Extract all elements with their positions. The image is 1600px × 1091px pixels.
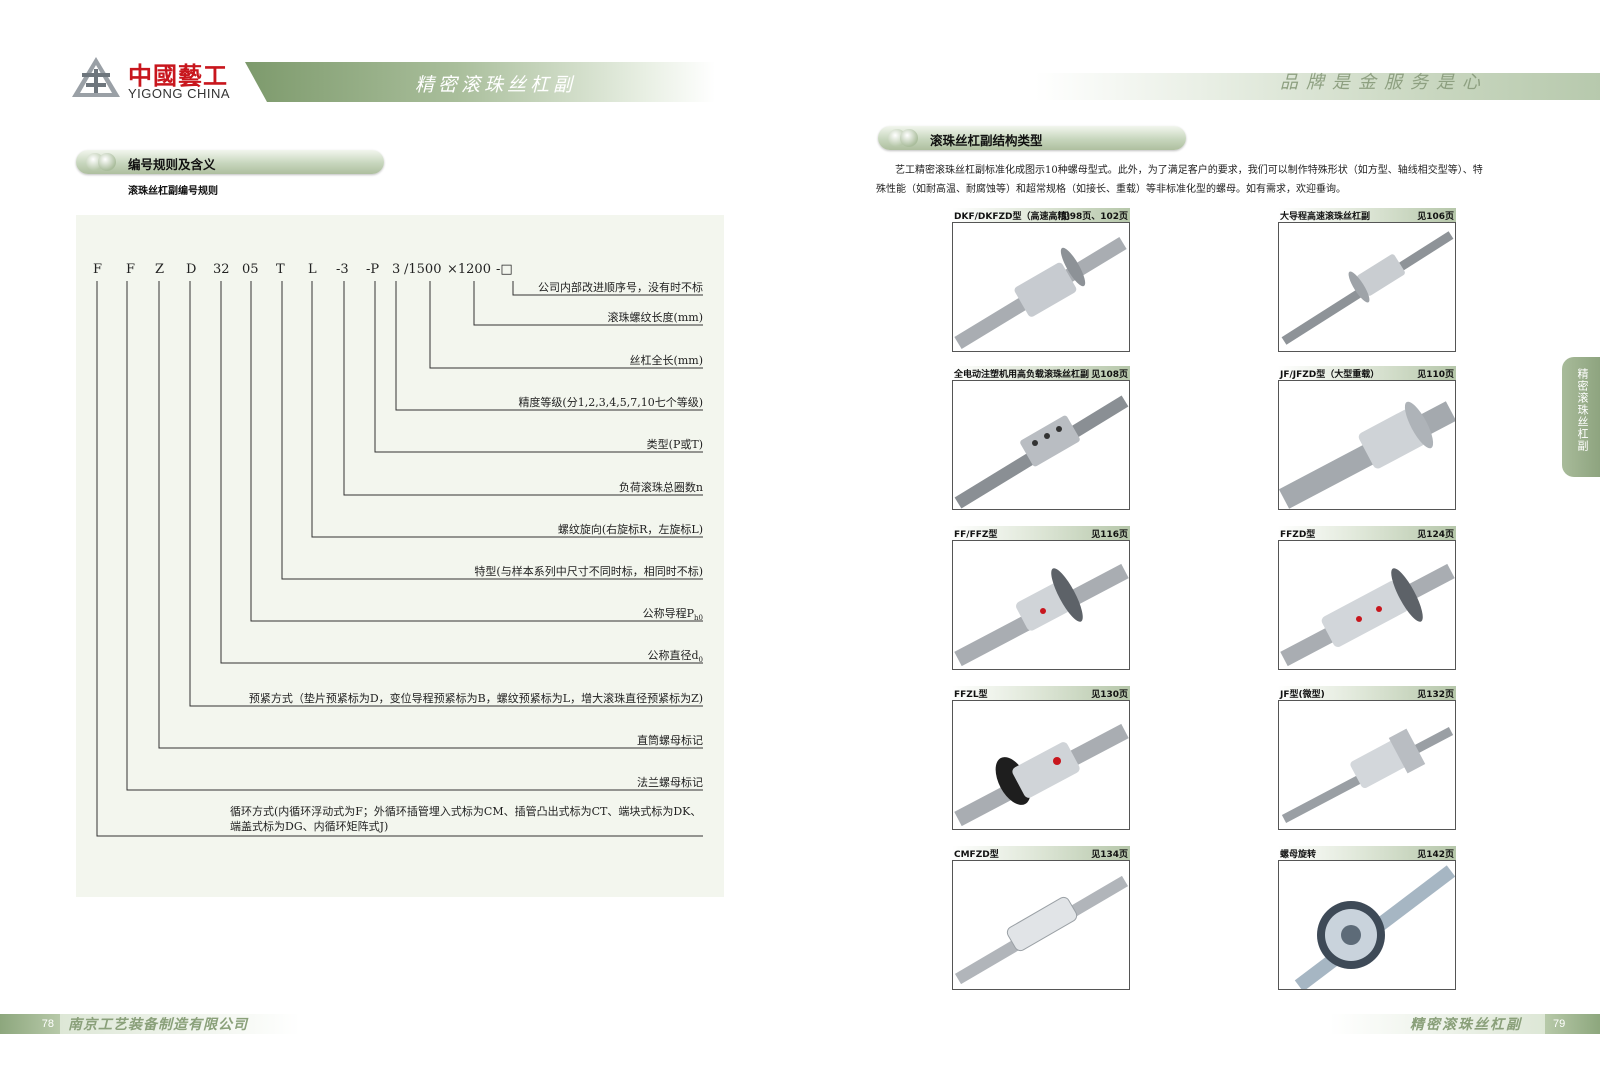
section-pill-structure: 滚珠丝杠副结构类型	[878, 126, 1186, 150]
code-part: 3	[392, 262, 401, 277]
code-part: F	[93, 262, 103, 277]
product-image	[952, 860, 1130, 990]
desc-flange-nut: 法兰螺母标记	[637, 776, 703, 789]
logo-chinese-name: 中國藝工	[128, 62, 228, 90]
product-image	[1278, 700, 1456, 830]
footer-company-name: 南京工艺装备制造有限公司	[68, 1017, 248, 1033]
product-card-cmfzd: CMFZD型见134页	[952, 846, 1130, 990]
desc-revision-number: 公司内部改进顺序号，没有时不标	[538, 281, 703, 294]
product-card-ff: FF/FFZ型见116页	[952, 526, 1130, 670]
desc-thread-length: 滚珠螺纹长度(mm)	[607, 311, 703, 324]
desc-straight-nut: 直筒螺母标记	[637, 734, 703, 747]
desc-special-type: 特型(与样本系列中尺寸不同时标，相同时不标)	[474, 565, 703, 578]
product-image	[952, 700, 1130, 830]
code-part: 32	[213, 262, 230, 277]
desc-circulation-line1: 循环方式(内循环浮动式为F；外循环插管埋入式标为CM、插管凸出式标为CT、端块式…	[230, 805, 702, 818]
header-right-band	[1035, 73, 1600, 100]
product-card-dkf: DKF/DKFZD型（高速高精）见98页、102页	[952, 208, 1130, 352]
side-section-tab	[1562, 357, 1600, 477]
code-part: ×1200	[447, 262, 491, 277]
code-part: -3	[336, 262, 349, 277]
numbering-subtitle: 滚珠丝杠副编号规则	[128, 186, 218, 197]
product-card-jf-mini: JF型(微型)见132页	[1278, 686, 1456, 830]
code-part: L	[308, 262, 317, 277]
desc-ball-turns: 负荷滚珠总圈数n	[618, 481, 703, 494]
desc-type: 类型(P或T)	[646, 438, 703, 451]
product-card-high-lead: 大导程高速滚珠丝杠副见106页	[1278, 208, 1456, 352]
footer-series-name: 精密滚珠丝杠副	[1410, 1017, 1522, 1033]
product-card-ffzl: FFZL型见130页	[952, 686, 1130, 830]
header-slogan: 品牌是金服务是心	[1280, 72, 1488, 93]
header-left-title: 精密滚珠丝杠副	[415, 74, 577, 96]
code-part: D	[186, 262, 197, 277]
code-part: -□	[496, 262, 513, 277]
footer-right-page-number: 79	[1545, 1014, 1600, 1034]
intro-line-2: 殊性能（如耐高温、耐腐蚀等）和超常规格（如接长、重载）等非标准化型的螺母。如有需…	[876, 184, 1346, 195]
product-image	[1278, 222, 1456, 352]
product-image	[1278, 860, 1456, 990]
yigong-logo-icon	[72, 57, 120, 97]
side-section-tab-label: 精密滚珠丝杠副	[1576, 368, 1589, 452]
code-part: /1500	[404, 262, 442, 277]
desc-accuracy-grade: 精度等级(分1,2,3,4,5,7,10七个等级)	[518, 396, 703, 409]
product-image	[952, 540, 1130, 670]
footer-left-band	[60, 1014, 300, 1034]
logo-english-name: YIGONG CHINA	[128, 86, 231, 101]
code-part: -P	[366, 262, 380, 277]
section-title-structure: 滚珠丝杠副结构类型	[930, 133, 1043, 148]
header-left-band	[245, 62, 715, 102]
footer-left-page-number: 78	[0, 1014, 60, 1034]
product-card-jf-heavy: JF/JFZD型（大型重载）见110页	[1278, 366, 1456, 510]
desc-circulation-line2: 端盖式标为DG、内循环矩阵式J)	[230, 820, 389, 833]
product-image	[952, 380, 1130, 510]
desc-nominal-diameter: 公称直径d0	[647, 649, 703, 665]
section-pill-numbering: 编号规则及含义	[76, 150, 384, 174]
section-title-numbering: 编号规则及含义	[128, 157, 216, 172]
product-image	[952, 222, 1130, 352]
product-card-rotating-nut: 螺母旋转见142页	[1278, 846, 1456, 990]
numbering-connector-lines	[96, 281, 703, 837]
desc-nominal-lead: 公称导程Ph0	[642, 607, 703, 623]
product-image	[1278, 540, 1456, 670]
code-part: 05	[242, 262, 259, 277]
code-part: F	[126, 262, 136, 277]
footer-right-band	[1330, 1014, 1545, 1034]
code-part: T	[276, 262, 285, 277]
desc-thread-hand: 螺纹旋向(右旋标R，左旋标L)	[557, 523, 703, 536]
product-image	[1278, 380, 1456, 510]
product-card-injection: 全电动注塑机用高负载滚珠丝杠副见108页	[952, 366, 1130, 510]
numbering-diagram	[76, 215, 724, 897]
intro-line-1: 艺工精密滚珠丝杠副标准化成图示10种螺母型式。此外，为了满足客户的要求，我们可以…	[895, 165, 1483, 176]
code-part: Z	[155, 262, 165, 277]
product-card-ffzd: FFZD型见124页	[1278, 526, 1456, 670]
desc-total-length: 丝杠全长(mm)	[629, 354, 703, 367]
desc-preload-method: 预紧方式（垫片预紧标为D，变位导程预紧标为B，螺纹预紧标为L，增大滚珠直径预紧标…	[248, 692, 703, 705]
